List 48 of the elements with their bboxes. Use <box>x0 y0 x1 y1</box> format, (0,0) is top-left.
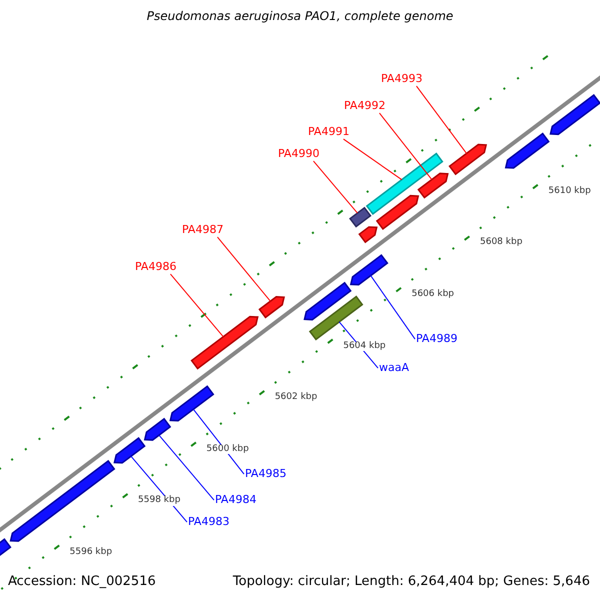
scale-label: 5606 kbp <box>412 290 454 300</box>
gene-block <box>366 152 444 215</box>
leader-line <box>342 138 402 180</box>
gene-bar <box>376 194 420 230</box>
gene-label: waaA <box>379 362 410 374</box>
gene-bar <box>417 172 449 199</box>
gene-block <box>349 206 372 228</box>
gene-bar <box>358 226 378 244</box>
gene-bar <box>258 296 285 318</box>
gene-bar <box>113 437 146 464</box>
leader-line <box>378 112 432 180</box>
scale-label: 5602 kbp <box>274 393 318 403</box>
gene-label: PA4990 <box>278 148 320 160</box>
gene-bar <box>350 254 388 286</box>
scale-label: 5600 kbp <box>206 444 249 454</box>
gene-label: PA4991 <box>308 126 350 138</box>
gene-bar <box>190 316 259 370</box>
title: Pseudomonas aeruginosa PAO1, complete genome <box>146 10 454 24</box>
scale-label: 5596 kbp <box>70 548 112 558</box>
gene-bar <box>169 385 214 422</box>
scale-label: 5608 kbp <box>480 238 522 248</box>
gene-bar <box>144 418 172 441</box>
gene-label: PA4992 <box>344 100 386 112</box>
gene-label: PA4984 <box>215 494 256 506</box>
scale-label: 5610 kbp <box>548 186 591 197</box>
gene-bar <box>550 94 600 136</box>
gene-label: PA4987 <box>182 224 224 236</box>
gene-label: PA4993 <box>381 73 422 86</box>
gene-label: PA4986 <box>135 261 176 274</box>
leader-line <box>158 434 214 501</box>
gene-label: PA4983 <box>188 516 230 528</box>
footer-text: Topology: circular; Length: 6,264,404 bp; Genes: 5,646 <box>232 575 590 590</box>
leader-line <box>416 86 468 154</box>
footer-text: Accession: NC_002516 <box>8 575 156 590</box>
leader-line <box>216 236 271 302</box>
leader-line <box>170 274 224 338</box>
gene-label: PA4985 <box>245 468 286 480</box>
leader-line <box>312 160 358 214</box>
gene-block <box>308 296 364 341</box>
gene-bar <box>10 460 116 542</box>
gene-bar <box>504 132 550 169</box>
leader-line <box>130 456 188 523</box>
gene-bar <box>304 282 352 320</box>
gene-label: PA4989 <box>416 333 458 346</box>
gene-bar <box>448 144 488 176</box>
leader-line <box>370 275 416 340</box>
scale-label: 5598 kbp <box>138 496 180 506</box>
scale-label: 5604 kbp <box>343 342 386 352</box>
